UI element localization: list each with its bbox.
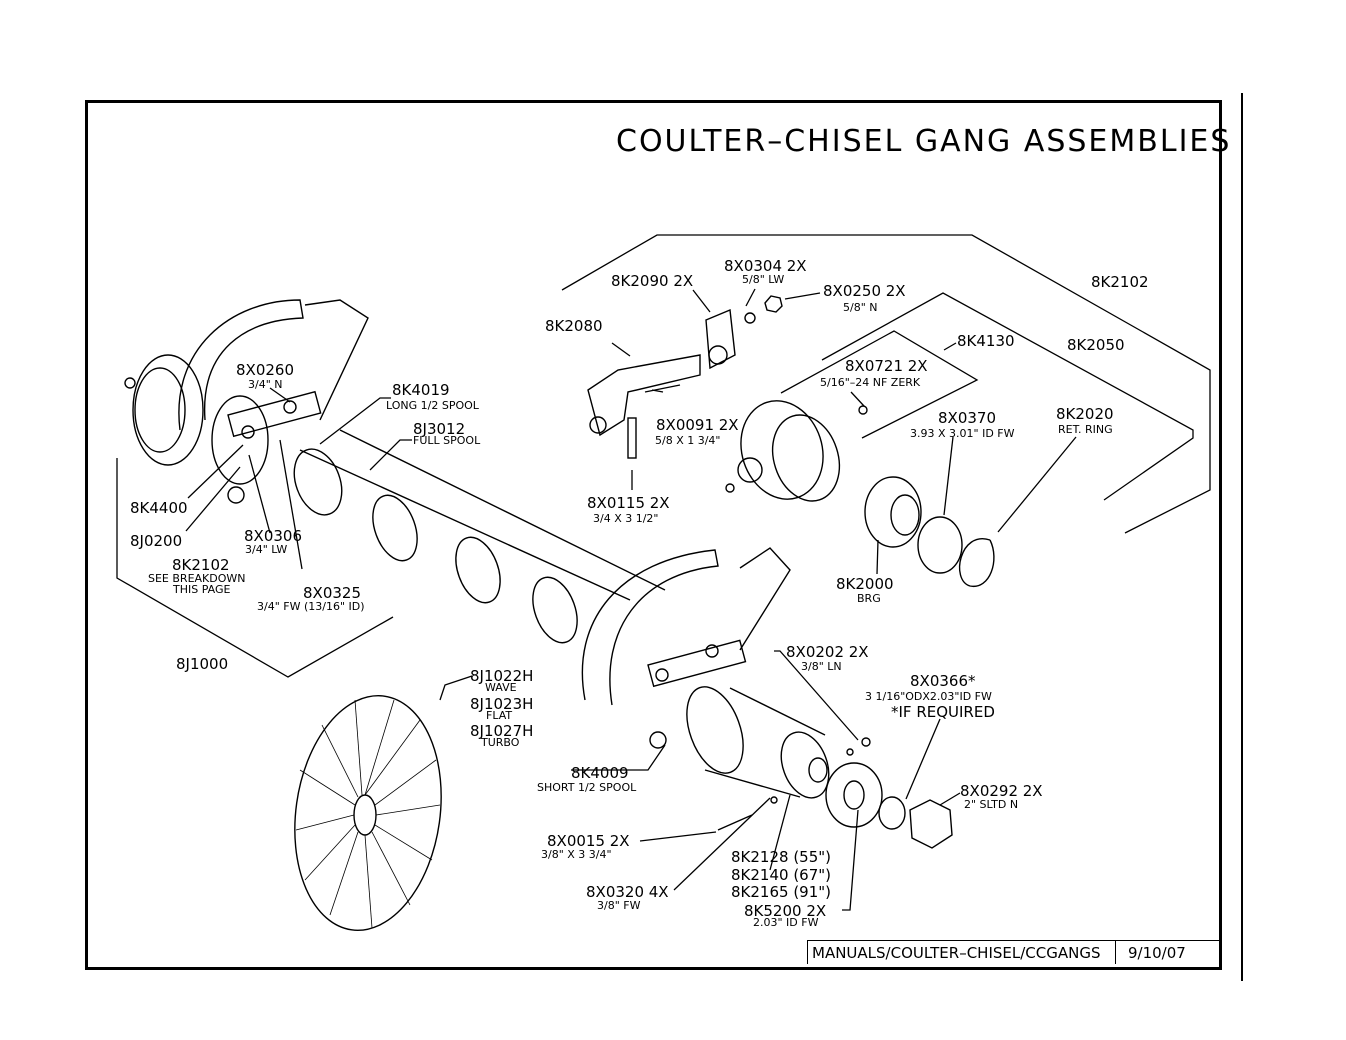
title-block-path: MANUALS/COULTER–CHISEL/CCGANGS — [807, 940, 1115, 964]
callout-8k2102-right: 8K2102 — [1091, 273, 1149, 291]
callout-8x0370: 8X0370 — [938, 409, 996, 427]
callout-8k4400: 8K4400 — [130, 499, 188, 517]
callout-8x0115: 8X0115 2X — [587, 494, 670, 512]
left-bearing-assembly — [124, 299, 369, 504]
callout-8x0292-desc: 2" SLTD N — [964, 798, 1018, 811]
callout-8k2090: 8K2090 2X — [611, 272, 693, 290]
callout-8x0325-desc: 3/4" FW (13/16" ID) — [257, 600, 365, 613]
coulter-blade — [294, 695, 442, 931]
callout-8k2000-desc: BRG — [857, 592, 881, 605]
parts-artwork — [124, 295, 995, 931]
callout-8j1022h-desc: WAVE — [485, 681, 517, 694]
callout-8j1000: 8J1000 — [176, 655, 228, 673]
callout-labels: 8K2090 2X 8X0304 2X 5/8" LW 8X0250 2X 5/… — [130, 257, 1149, 929]
callout-8x0292: 8X0292 2X — [960, 782, 1043, 800]
callout-8x0091-desc: 5/8 X 1 3/4" — [655, 434, 721, 447]
callout-8x0306: 8X0306 — [244, 527, 302, 545]
callout-8x0304: 8X0304 2X — [724, 257, 807, 275]
callout-8k2128: 8K2128 (55") — [731, 848, 831, 866]
callout-8j3012: 8J3012 — [413, 420, 465, 438]
drawing-title: COULTER–CHISEL GANG ASSEMBLIES — [616, 124, 1232, 159]
callout-8x0015: 8X0015 2X — [547, 832, 630, 850]
callout-8k2165: 8K2165 (91") — [731, 883, 831, 901]
callout-8k2080: 8K2080 — [545, 317, 603, 335]
binding-rule — [1241, 93, 1243, 981]
callout-8x0366-desc: 3 1/16"ODX2.03"ID FW — [865, 690, 992, 703]
callout-8x0366-note: *IF REQUIRED — [891, 703, 995, 721]
leader-lines — [116, 234, 1211, 911]
hub-cap — [725, 400, 868, 502]
callout-8k2102-desc: SEE BREAKDOWN — [148, 572, 246, 585]
drawing-border — [85, 100, 1222, 970]
callout-8k4009-desc: SHORT 1/2 SPOOL — [537, 781, 637, 794]
callout-8x0721-desc: 5/16"–24 NF ZERK — [820, 376, 921, 389]
callout-8x0320: 8X0320 4X — [586, 883, 669, 901]
callout-8k2050: 8K2050 — [1067, 336, 1125, 354]
right-bearing-assembly — [581, 547, 830, 799]
callout-8j1023h-desc: FLAT — [486, 709, 512, 722]
callout-8x0366: 8X0366* — [910, 672, 976, 690]
callout-8x0304-desc: 5/8" LW — [742, 273, 784, 286]
bearing-and-rings — [717, 476, 995, 849]
callout-8x0260: 8X0260 — [236, 361, 294, 379]
callout-8k5200: 8K5200 2X — [744, 902, 826, 920]
spool-tube — [293, 429, 666, 644]
callout-8k2020-desc: RET. RING — [1058, 423, 1113, 436]
callout-8x0091: 8X0091 2X — [656, 416, 739, 434]
callout-8j1027h-desc: TURBO — [480, 736, 520, 749]
upper-bracket-parts — [587, 295, 783, 459]
callout-8x0015-desc: 3/8" X 3 3/4" — [541, 848, 612, 861]
callout-8x0202-desc: 3/8" LN — [801, 660, 842, 673]
callout-8k4019-desc: LONG 1/2 SPOOL — [386, 399, 480, 412]
title-block-date: 9/10/07 — [1115, 940, 1219, 964]
callout-8x0306-desc: 3/4" LW — [245, 543, 287, 556]
callout-8x0325: 8X0325 — [303, 584, 361, 602]
callout-8j1022h: 8J1022H — [470, 667, 533, 685]
callout-8j3012-desc: FULL SPOOL — [413, 434, 481, 447]
callout-8x0202: 8X0202 2X — [786, 643, 869, 661]
callout-8k2140: 8K2140 (67") — [731, 866, 831, 884]
callout-8k2102-desc2: THIS PAGE — [172, 583, 230, 596]
callout-8j1023h: 8J1023H — [470, 695, 533, 713]
callout-8k4130: 8K4130 — [957, 332, 1015, 350]
callout-8k5200-desc: 2.03" ID FW — [753, 916, 819, 929]
callout-8k4009: 8K4009 — [571, 764, 629, 782]
callout-8x0115-desc: 3/4 X 3 1/2" — [593, 512, 659, 525]
callout-8k2102-left: 8K2102 — [172, 556, 230, 574]
callout-8k2000: 8K2000 — [836, 575, 894, 593]
callout-8x0370-desc: 3.93 X 3.01" ID FW — [910, 427, 1015, 440]
callout-8x0260-desc: 3/4" N — [248, 378, 283, 391]
callout-8x0320-desc: 3/8" FW — [597, 899, 641, 912]
callout-8j1027h: 8J1027H — [470, 722, 533, 740]
callout-8k4019: 8K4019 — [392, 381, 450, 399]
callout-8j0200: 8J0200 — [130, 532, 182, 550]
callout-8x0250-desc: 5/8" N — [843, 301, 878, 314]
callout-8x0721: 8X0721 2X — [845, 357, 928, 375]
callout-8x0250: 8X0250 2X — [823, 282, 906, 300]
callout-8k2020: 8K2020 — [1056, 405, 1114, 423]
